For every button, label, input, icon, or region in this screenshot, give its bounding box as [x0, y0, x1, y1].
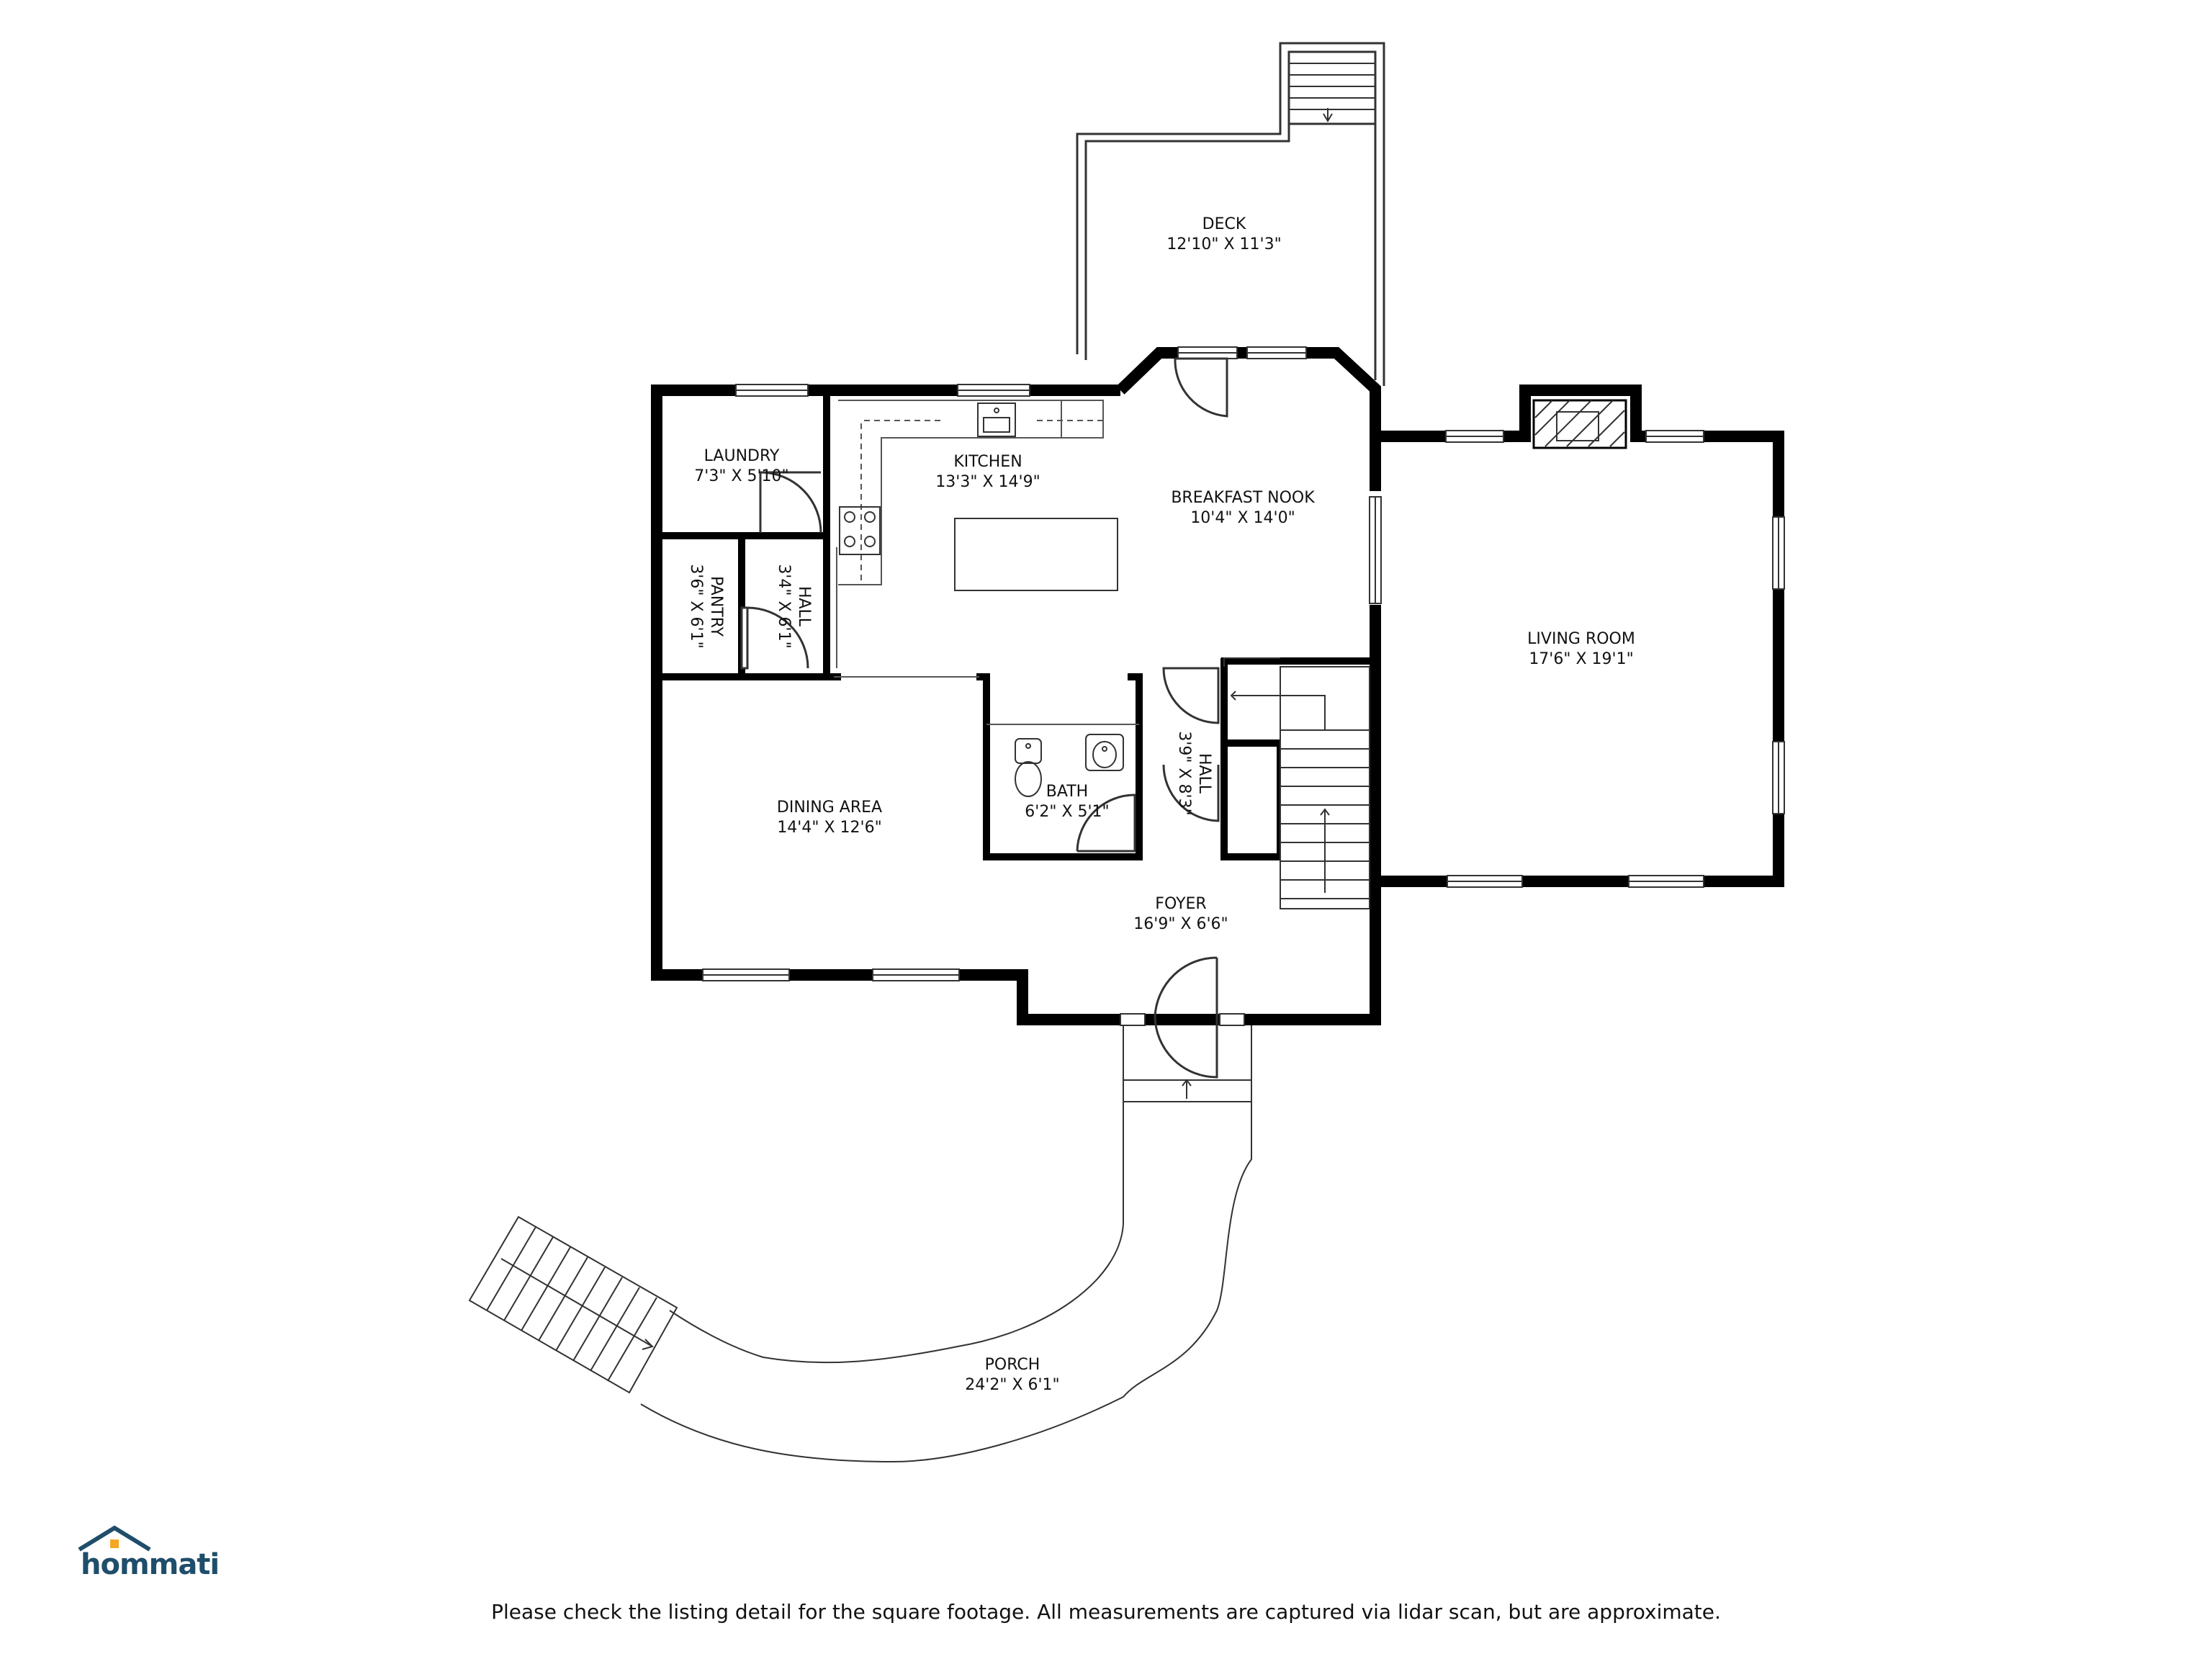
svg-text:LIVING ROOM: LIVING ROOM: [1527, 630, 1635, 648]
svg-text:PORCH: PORCH: [985, 1356, 1040, 1374]
svg-text:LAUNDRY: LAUNDRY: [704, 447, 780, 465]
svg-text:16'9" X 6'6": 16'9" X 6'6": [1133, 915, 1228, 933]
svg-text:14'4" X 12'6": 14'4" X 12'6": [777, 819, 881, 837]
room-label-pantry: PANTRY 3'6" X 6'1": [687, 564, 725, 648]
bath-sink-icon: [1085, 734, 1124, 771]
room-label-hall-upper: HALL 3'4" X 6'1": [775, 564, 813, 648]
svg-text:6'2" X 5'1": 6'2" X 5'1": [1025, 803, 1109, 821]
svg-text:DINING AREA: DINING AREA: [777, 799, 882, 817]
front-entry: [1120, 1013, 1252, 1102]
room-label-bath: BATH 6'2" X 5'1": [1025, 783, 1109, 821]
hommati-logo: hommati: [75, 1525, 226, 1583]
svg-text:BREAKFAST NOOK: BREAKFAST NOOK: [1171, 489, 1315, 507]
disclaimer-text: Please check the listing detail for the …: [491, 1600, 1721, 1624]
doors: [740, 357, 1228, 1079]
logo-wordmark: hommati: [81, 1548, 220, 1581]
svg-text:24'2" X 6'1": 24'2" X 6'1": [965, 1376, 1059, 1394]
deck-outline: [1076, 42, 1385, 386]
porch-outline: [640, 1102, 1252, 1463]
svg-text:PANTRY: PANTRY: [707, 576, 725, 637]
kitchen-counters: [838, 400, 1104, 585]
room-label-hall-lower: HALL 3'9" X 8'3": [1175, 731, 1213, 815]
svg-text:3'4" X 6'1": 3'4" X 6'1": [775, 564, 793, 648]
kitchen-sink-icon: [977, 403, 1016, 437]
fireplace: [1532, 399, 1627, 449]
interior-stairs: [1223, 657, 1370, 909]
svg-text:12'10" X 11'3": 12'10" X 11'3": [1166, 235, 1281, 253]
room-label-breakfast-nook: BREAKFAST NOOK 10'4" X 14'0": [1171, 489, 1315, 527]
house-icon: [78, 1525, 151, 1552]
partition-lines: [834, 547, 1139, 725]
svg-text:10'4" X 14'0": 10'4" X 14'0": [1190, 509, 1295, 527]
svg-text:7'3" X 5'10": 7'3" X 5'10": [694, 467, 788, 485]
kitchen-island: [954, 518, 1118, 591]
room-label-porch: PORCH 24'2" X 6'1": [965, 1356, 1059, 1394]
svg-text:3'6" X 6'1": 3'6" X 6'1": [687, 564, 705, 648]
room-label-dining-area: DINING AREA 14'4" X 12'6": [777, 799, 882, 837]
porch-stairs: [468, 1215, 678, 1394]
room-label-foyer: FOYER 16'9" X 6'6": [1133, 895, 1228, 933]
toilet-icon: [1015, 738, 1042, 797]
svg-text:FOYER: FOYER: [1155, 895, 1206, 913]
svg-text:DECK: DECK: [1202, 215, 1246, 233]
svg-text:KITCHEN: KITCHEN: [953, 453, 1022, 471]
room-label-living-room: LIVING ROOM 17'6" X 19'1": [1527, 630, 1635, 668]
room-label-kitchen: KITCHEN 13'3" X 14'9": [935, 453, 1040, 491]
svg-text:BATH: BATH: [1046, 783, 1088, 801]
room-label-deck: DECK 12'10" X 11'3": [1166, 215, 1281, 253]
svg-text:17'6" X 19'1": 17'6" X 19'1": [1529, 650, 1633, 668]
room-label-laundry: LAUNDRY 7'3" X 5'10": [694, 447, 788, 485]
interior-walls: [657, 390, 1375, 860]
svg-text:3'9" X 8'3": 3'9" X 8'3": [1175, 731, 1193, 815]
svg-text:HALL: HALL: [1195, 753, 1213, 794]
svg-text:13'3" X 14'9": 13'3" X 14'9": [935, 473, 1040, 491]
deck-stairs: [1289, 63, 1375, 122]
svg-text:HALL: HALL: [795, 586, 813, 627]
stove-icon: [839, 506, 881, 555]
